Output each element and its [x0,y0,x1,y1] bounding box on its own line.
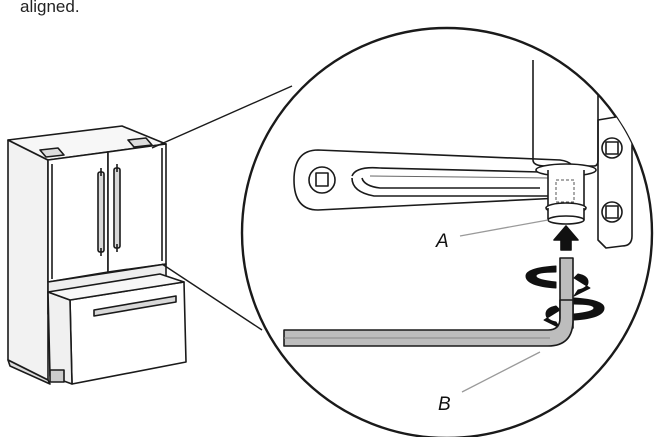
zoom-connector-bottom [161,263,263,331]
callout-b-label: B [438,394,451,415]
rotation-arrow-icon [525,265,605,329]
refrigerator-illustration [7,125,187,385]
hinge-closeup [283,60,633,393]
callout-a-leader [459,219,549,237]
hex-key-wrench [283,299,574,347]
bracket-bolt-bottom [601,201,623,223]
caption-text: aligned. [20,0,80,16]
callout-b-leader [461,351,541,393]
callout-a-label: A [435,231,449,252]
bracket-bolt-top [601,137,623,159]
zoom-connector-top [151,85,293,149]
up-arrow-icon [553,225,579,251]
